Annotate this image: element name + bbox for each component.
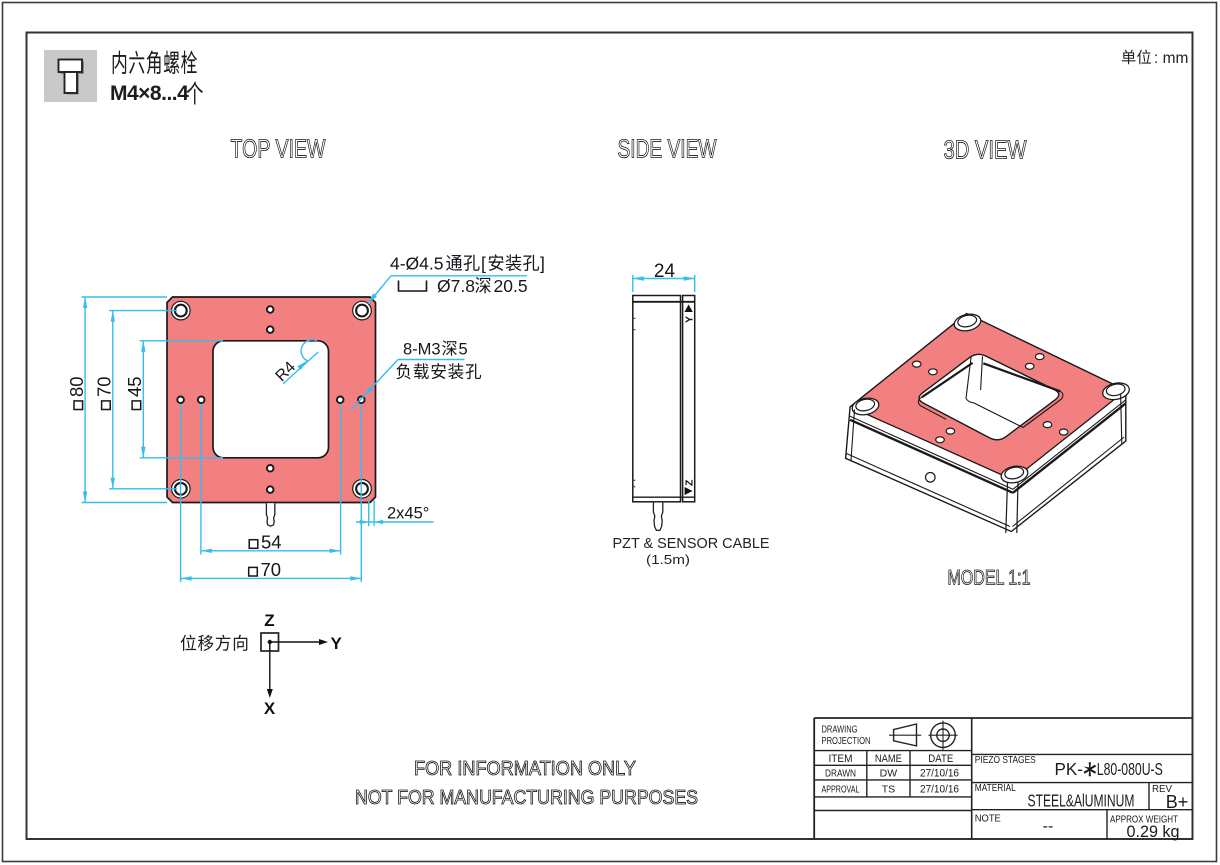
svg-text:27/10/16: 27/10/16 xyxy=(920,784,959,796)
svg-text:4-Ø4.5: 4-Ø4.5 xyxy=(390,254,444,274)
svg-text:5: 5 xyxy=(459,341,468,359)
svg-text:X: X xyxy=(264,699,276,718)
svg-text:24: 24 xyxy=(654,261,676,282)
svg-text:MODEL 1:1: MODEL 1:1 xyxy=(948,567,1031,590)
svg-text:0.29 kg: 0.29 kg xyxy=(1127,822,1180,841)
svg-text:(1.5m): (1.5m) xyxy=(646,553,690,567)
svg-text:20.5: 20.5 xyxy=(494,276,528,296)
svg-text:DATE: DATE xyxy=(928,753,953,765)
svg-text:TS: TS xyxy=(882,784,895,796)
svg-text:DRAWN: DRAWN xyxy=(825,768,856,780)
svg-text:Z: Z xyxy=(264,611,274,630)
svg-text:NOTE: NOTE xyxy=(975,814,1001,825)
svg-text:54: 54 xyxy=(261,532,282,553)
svg-text:APPROVAL: APPROVAL xyxy=(822,784,860,796)
svg-text:3D VIEW: 3D VIEW xyxy=(944,137,1027,165)
svg-text:Y: Y xyxy=(683,316,695,323)
svg-text:70: 70 xyxy=(93,376,114,397)
svg-text:SIDE VIEW: SIDE VIEW xyxy=(618,136,717,164)
svg-text:Y: Y xyxy=(331,634,343,653)
svg-text:[: [ xyxy=(481,254,486,274)
svg-text:PROJECTION: PROJECTION xyxy=(822,736,871,747)
svg-text:70: 70 xyxy=(261,559,282,580)
svg-text:REV: REV xyxy=(1152,784,1172,795)
svg-text:45: 45 xyxy=(124,376,145,397)
svg-text:--: -- xyxy=(1043,818,1054,835)
svg-text:DRAWING: DRAWING xyxy=(822,725,858,736)
svg-text:L80-080U-S: L80-080U-S xyxy=(1097,759,1163,779)
svg-text:NAME: NAME xyxy=(875,753,902,765)
svg-text:MATERIAL: MATERIAL xyxy=(975,783,1016,794)
svg-text:80: 80 xyxy=(66,376,87,397)
svg-text:]: ] xyxy=(540,254,545,274)
svg-text:: mm: : mm xyxy=(1154,50,1188,67)
svg-text:STEEL&AlUMINUM: STEEL&AlUMINUM xyxy=(1028,791,1135,811)
svg-text:M4×8...4: M4×8...4 xyxy=(110,82,189,105)
svg-text:Z: Z xyxy=(683,479,695,486)
svg-text:27/10/16: 27/10/16 xyxy=(920,768,959,780)
svg-text:Ø7.8: Ø7.8 xyxy=(437,276,475,296)
svg-text:PIEZO STAGES: PIEZO STAGES xyxy=(975,754,1036,766)
svg-text:APPROX WEIGHT: APPROX WEIGHT xyxy=(1110,814,1178,826)
svg-text:ITEM: ITEM xyxy=(829,753,853,765)
svg-text:FOR INFORMATION ONLY: FOR INFORMATION ONLY xyxy=(414,758,636,780)
svg-text:B+: B+ xyxy=(1166,792,1189,812)
svg-text:PZT & SENSOR CABLE: PZT & SENSOR CABLE xyxy=(613,536,770,552)
svg-text:TOP VIEW: TOP VIEW xyxy=(231,136,326,164)
svg-text:NOT FOR MANUFACTURING PURPOSES: NOT FOR MANUFACTURING PURPOSES xyxy=(355,787,698,809)
svg-text:2x45°: 2x45° xyxy=(387,505,429,523)
svg-text:8-M3: 8-M3 xyxy=(403,341,441,359)
svg-text:PK-: PK- xyxy=(1055,759,1084,779)
svg-text:DW: DW xyxy=(880,768,898,780)
